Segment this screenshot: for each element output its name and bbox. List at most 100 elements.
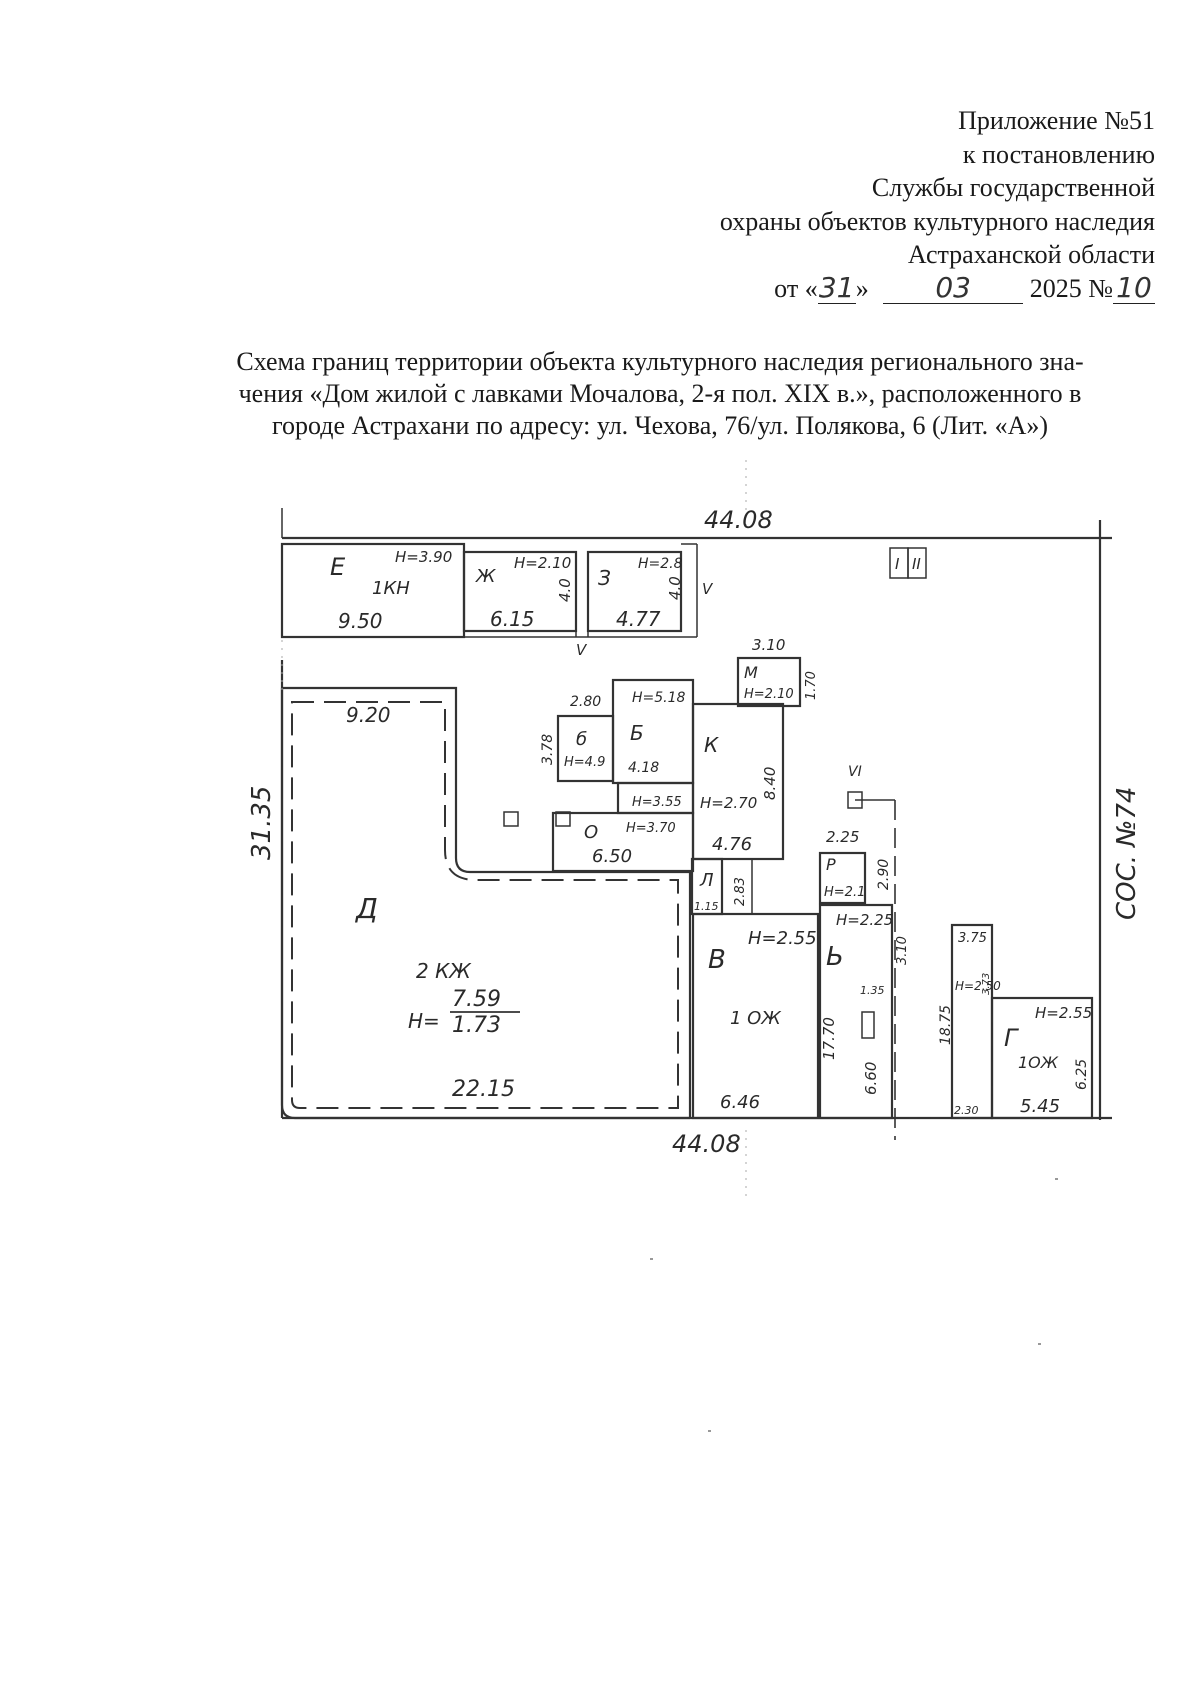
scheme-title-line-2: чения «Дом жилой с лавками Мочалова, 2-я… — [238, 379, 1082, 408]
building-g-floors: 1ОЖ — [1018, 1053, 1059, 1072]
building-b-small-letter: б — [576, 729, 587, 750]
building-e-letter: Е — [330, 553, 346, 581]
building-v-small-letter: Ь — [826, 942, 844, 972]
building-r — [818, 851, 867, 905]
scan-speck — [1055, 1178, 1058, 1180]
building-g-length: 5.45 — [1020, 1096, 1060, 1117]
building-d-length: 22.15 — [452, 1077, 515, 1102]
building-g-height: H=2.55 — [1035, 1004, 1092, 1022]
building-unnamed-height: H=2.50 — [955, 979, 1001, 993]
building-v-letter: В — [708, 945, 726, 975]
building-d — [282, 686, 692, 1118]
building-unnamed-bottom: 2.30 — [954, 1104, 979, 1117]
scan-speck — [708, 1430, 711, 1432]
date-day-open: « — [804, 273, 818, 303]
building-m-letter: М — [744, 663, 758, 682]
building-z-height: H=2.8 — [638, 556, 683, 572]
building-m-height: H=2.10 — [744, 687, 794, 702]
dim-left: 31.35 — [247, 786, 277, 860]
building-d-height-den: 1.73 — [452, 1013, 501, 1038]
building-d-height-num: 7.59 — [452, 987, 501, 1012]
building-v-small-side-top: 3.10 — [895, 936, 910, 965]
building-z-side: 4.0 — [666, 576, 684, 600]
appendix-ref: к постановлению — [962, 139, 1155, 169]
appendix-number: Приложение №51 — [958, 106, 1155, 135]
building-zh-height: H=2.10 — [514, 554, 571, 572]
dim-top: 44.08 — [704, 506, 773, 534]
date-month: 03 — [883, 272, 1024, 304]
building-v-floors: 1 ОЖ — [730, 1008, 781, 1029]
building-z-letter: З — [598, 566, 611, 590]
dim-bottom: 44.08 — [672, 1130, 741, 1158]
building-v — [691, 912, 820, 1120]
building-zh-side: 4.0 — [556, 578, 574, 602]
strip-height: H=3.55 — [632, 795, 682, 810]
decree-number: 10 — [1113, 272, 1155, 304]
building-b-height: H=5.18 — [632, 690, 686, 706]
building-v-small-inner: 1.35 — [860, 984, 885, 997]
building-b-small-side: 3.78 — [540, 734, 556, 765]
roman-i-label: I — [895, 555, 900, 573]
building-d-letter: Д — [354, 892, 378, 925]
roman-v-label: V — [576, 641, 588, 659]
building-r-height: H=2.1 — [824, 885, 865, 900]
building-k-height: H=2.70 — [700, 794, 757, 812]
building-v-small — [818, 903, 894, 1120]
building-k-letter: К — [704, 733, 719, 757]
building-o-letter: О — [584, 822, 598, 843]
date-day: 31 — [817, 270, 856, 304]
building-zh-letter: Ж — [475, 566, 496, 587]
building-d-top: 9.20 — [346, 703, 391, 727]
building-r-side: 2.90 — [876, 859, 892, 890]
building-unnamed-side-small: 3.73 — [981, 973, 992, 995]
appendix-region: Астраханской области — [907, 240, 1155, 269]
building-l-side: 2.83 — [733, 877, 748, 906]
building-unnamed-top: 3.75 — [958, 931, 987, 946]
building-o-height: H=3.70 — [626, 821, 676, 836]
building-e-height: H=3.90 — [395, 548, 452, 566]
building-l-length: 1.15 — [694, 900, 719, 913]
building-k-side: 8.40 — [761, 767, 779, 800]
building-r-letter: Р — [826, 855, 836, 874]
building-b-small-height: H=4.9 — [564, 755, 605, 770]
building-d-floors: 2 КЖ — [416, 959, 472, 983]
building-d-height-label: H= — [408, 1009, 440, 1033]
scan-speck — [1038, 1343, 1041, 1345]
building-k-length: 4.76 — [712, 834, 752, 855]
date-prefix: от — [774, 273, 799, 303]
building-m-top: 3.10 — [752, 636, 785, 654]
date-year: 2025 № — [1029, 273, 1113, 303]
building-v-height: H=2.55 — [748, 928, 817, 949]
appendix-protection: охраны объектов культурного наследия — [719, 206, 1155, 236]
building-unnamed-side: 18.75 — [938, 1005, 954, 1045]
roman-ii-label: II — [912, 555, 921, 573]
building-v-length: 6.46 — [720, 1092, 760, 1113]
building-g-side: 6.25 — [1074, 1059, 1090, 1090]
roman-v2-label: V — [702, 580, 714, 598]
building-b-length: 4.18 — [628, 760, 659, 776]
building-b-small-top: 2.80 — [570, 694, 601, 710]
scan-speck — [650, 1258, 653, 1260]
building-m — [736, 656, 802, 708]
building-g-letter: Г — [1004, 1024, 1019, 1052]
building-v-side: 17.70 — [820, 1017, 838, 1060]
date-day-close: » — [855, 273, 869, 303]
scheme-title: Схема границ территории объекта культурн… — [210, 346, 1110, 442]
building-e-floors: 1КН — [372, 578, 410, 599]
building-o-length: 6.50 — [592, 846, 632, 867]
building-e-length: 9.50 — [338, 609, 383, 633]
building-v-small-height: H=2.25 — [836, 911, 893, 929]
appendix-service: Службы государственной — [871, 173, 1155, 202]
scheme-title-line-3: городе Астрахани по адресу: ул. Чехова, … — [271, 411, 1049, 440]
building-zh-length: 6.15 — [490, 607, 535, 631]
scheme-title-line-1: Схема границ территории объекта культурн… — [236, 347, 1084, 376]
dim-right: СОС. №74 — [1112, 787, 1142, 920]
building-v-small-side: 6.60 — [862, 1062, 880, 1095]
building-b-letter: Б — [630, 721, 644, 745]
building-l-letter: Л — [699, 870, 714, 891]
roman-vi-label: VI — [848, 764, 862, 780]
building-z-length: 4.77 — [616, 607, 661, 631]
building-r-top: 2.25 — [826, 828, 859, 846]
